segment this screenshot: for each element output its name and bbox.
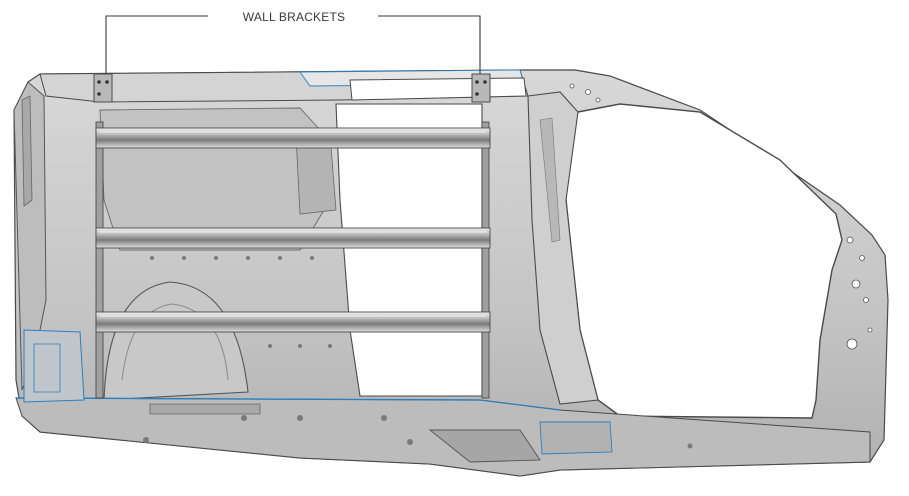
wheel-arch: [103, 281, 249, 401]
panel-fastener-holes: [143, 256, 693, 449]
wall-brackets: [93, 73, 491, 103]
callout-leader-lines: [105, 15, 481, 74]
middle-rail: [95, 227, 491, 249]
left-wall-bracket: [93, 73, 113, 103]
right-upright: [481, 121, 490, 399]
top-rail: [95, 127, 491, 149]
wall-brackets-label: WALL BRACKETS: [214, 8, 374, 26]
right-wall-bracket: [471, 73, 491, 103]
leader-line-right: [378, 15, 481, 74]
rear-lower-bracket: [23, 329, 85, 403]
rear-pillar: [13, 81, 47, 391]
front-window-opening: [565, 103, 843, 419]
shelf-rails: [95, 127, 491, 333]
upper-cutout: [349, 77, 527, 101]
leader-line-left: [105, 15, 208, 74]
bottom-rail: [95, 311, 491, 333]
shelf-uprights: [95, 121, 490, 399]
left-upright: [95, 121, 104, 399]
